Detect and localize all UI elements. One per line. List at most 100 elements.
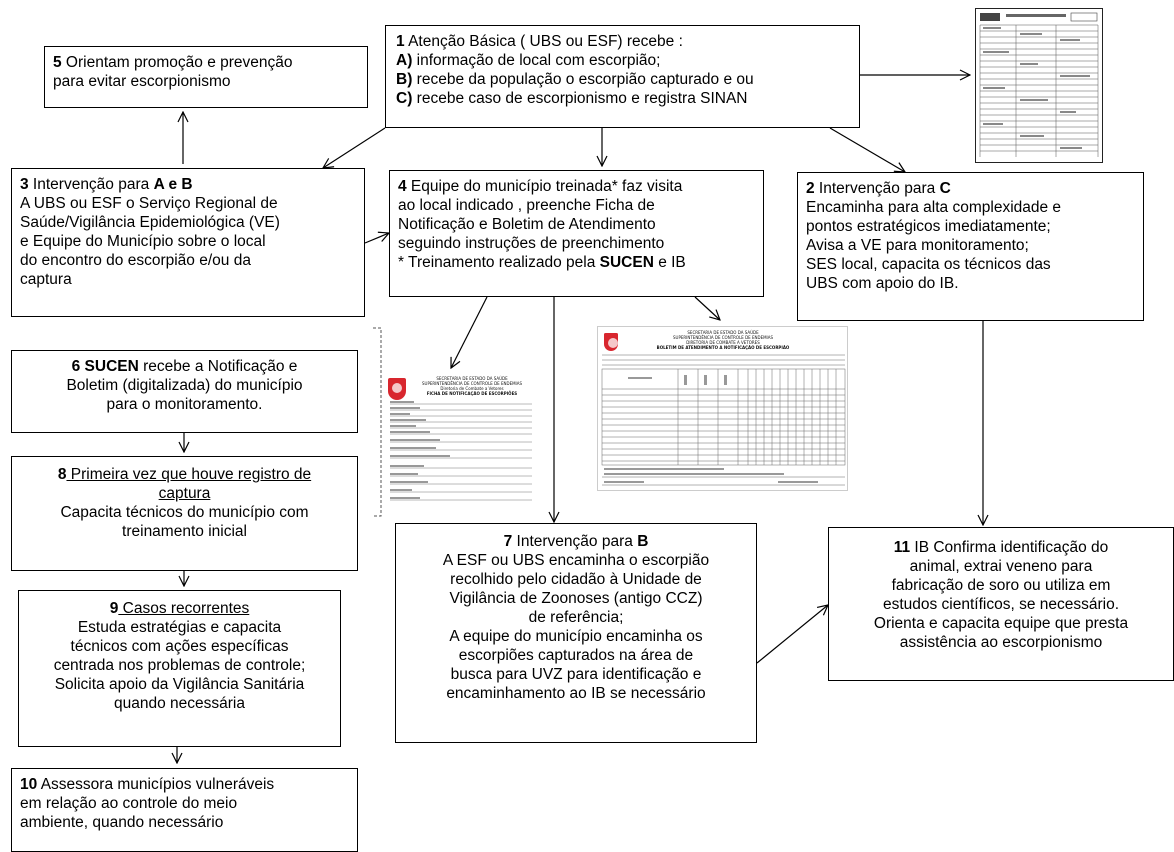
box-4-line: ao local indicado , preenche Ficha de	[398, 197, 655, 214]
box-9-line: Estuda estratégias e capacita	[77, 619, 282, 636]
box-7-title-bold: B	[637, 533, 649, 550]
box-2-line: SES local, capacita os técnicos das	[806, 256, 1051, 273]
form-boletim-l3: DIRETORIA DE COMBATE A VETORES	[686, 340, 760, 345]
box-4-line: Equipe do município treinada* faz visita	[406, 178, 683, 195]
box-8-line-1: Capacita técnicos do município com	[60, 504, 309, 521]
box-2-number: 2	[806, 180, 815, 197]
box-3-line: captura	[20, 271, 72, 288]
box-6-line-2: Boletim (digitalizada) do município	[66, 377, 303, 394]
arrow-1-to-3	[323, 127, 386, 168]
box-1-number: 1	[396, 33, 405, 50]
box-9-line: quando necessária	[114, 695, 245, 712]
box-11-number: 11	[893, 539, 911, 556]
box-3-intervencao-a-b: 3 Intervenção para A e B A UBS ou ESF o …	[11, 168, 365, 317]
box-9-casos-recorrentes: 9 Casos recorrentes Estuda estratégias e…	[18, 590, 341, 747]
box-8-title: Primeira vez que houve registro de	[66, 466, 312, 483]
box-1-b-label: B)	[396, 71, 413, 88]
box-11-line: assistência ao escorpionismo	[899, 634, 1103, 651]
sinan-form-lines	[979, 12, 1099, 157]
form-notificacao-l1: SECRETARIA DE ESTADO DA SAÚDE	[436, 376, 508, 381]
box-4-line: seguindo instruções de preenchimento	[398, 235, 665, 252]
box-1-a-label: A)	[396, 52, 413, 69]
box-4-line: Notificação e Boletim de Atendimento	[398, 216, 656, 233]
box-1-c-label: C)	[396, 90, 413, 107]
box-7-line: recolhido pelo cidadão à Unidade de	[450, 571, 702, 588]
box-7-number: 7	[503, 533, 513, 550]
box-9-line: técnicos com ações específicas	[70, 638, 289, 655]
box-6-sucen-recebe: 6 SUCEN recebe a Notificação e Boletim (…	[11, 350, 358, 433]
box-11-ib-confirma: 11 IB Confirma identificação do animal, …	[828, 527, 1174, 681]
boletim-form-table	[601, 354, 846, 486]
box-7-line: de referência;	[528, 609, 624, 626]
box-4-footnote-post: e IB	[653, 254, 686, 271]
notification-form-lines	[390, 401, 532, 501]
box-10-line: em relação ao controle do meio	[20, 795, 238, 812]
form-boletim-l2: SUPERINTENDÊNCIA DE CONTROLE DE ENDEMIAS	[672, 335, 774, 340]
box-5-number: 5	[53, 54, 62, 71]
box-2-line: UBS com apoio do IB.	[806, 275, 959, 292]
box-4-footnote-bold: SUCEN	[599, 254, 654, 271]
box-9-line: Solicita apoio da Vigilância Sanitária	[54, 676, 305, 693]
box-2-title-bold: C	[939, 180, 951, 197]
box-4-equipe-municipio: 4 Equipe do município treinada* faz visi…	[389, 170, 764, 297]
box-1-atencao-basica: 1 Atenção Básica ( UBS ou ESF) recebe : …	[385, 25, 860, 128]
box-8-title-2: captura	[158, 485, 211, 502]
box-2-line: Avisa a VE para monitoramento;	[806, 237, 1029, 254]
box-6-line-3: para o monitoramento.	[106, 396, 263, 413]
arrow-7-to-11	[756, 605, 828, 664]
box-3-line: Saúde/Vigilância Epidemiológica (VE)	[20, 214, 280, 231]
box-3-line: A UBS ou ESF o Serviço Regional de	[20, 195, 278, 212]
box-7-title-pre: Intervenção para	[512, 533, 638, 550]
box-4-number: 4	[398, 178, 407, 195]
box-1-a-text: informação de local com escorpião;	[412, 52, 661, 69]
box-3-number: 3	[20, 176, 29, 193]
form-notificacao-l4: FICHA DE NOTIFICAÇÃO DE ESCORPIÕES	[426, 391, 518, 396]
box-6-bold: SUCEN	[80, 358, 139, 375]
box-7-line: busca para UVZ para identificação e	[450, 666, 702, 683]
box-3-title-pre: Intervenção para	[28, 176, 154, 193]
box-5-line-2: para evitar escorpionismo	[53, 73, 231, 90]
box-10-line-1: Assessora municípios vulneráveis	[37, 776, 275, 793]
box-11-line: estudos científicos, se necessário.	[882, 596, 1120, 613]
box-8-primeira-vez: 8 Primeira vez que houve registro de cap…	[11, 456, 358, 571]
form-boletim-l1: SECRETARIA DE ESTADO DA SAÚDE	[687, 330, 759, 335]
box-2-title-pre: Intervenção para	[814, 180, 940, 197]
box-1-b-text: recebe da população o escorpião capturad…	[412, 71, 754, 88]
arrow-4-to-form-notificacao	[451, 296, 488, 368]
sp-state-seal-icon	[604, 333, 618, 351]
box-11-line: animal, extrai veneno para	[909, 558, 1093, 575]
box-7-line: A ESF ou UBS encaminha o escorpião	[442, 552, 710, 569]
box-10-assessora: 10 Assessora municípios vulneráveis em r…	[11, 768, 358, 852]
box-10-line: ambiente, quando necessário	[20, 814, 224, 831]
box-11-line: fabricação de soro ou utiliza em	[891, 577, 1111, 594]
box-6-line-1: recebe a Notificação e	[138, 358, 298, 375]
arrow-1-to-2	[829, 127, 905, 172]
sp-state-seal-icon	[388, 378, 406, 400]
box-8-number: 8	[57, 466, 67, 483]
form-notificacao-header: SECRETARIA DE ESTADO DA SAÚDE SUPERINTEN…	[412, 376, 532, 396]
form-notificacao-l3: Diretoria de Combate a Vetores	[440, 386, 504, 391]
box-3-line: e Equipe do Município sobre o local	[20, 233, 266, 250]
form-boletim-header: SECRETARIA DE ESTADO DA SAÚDE SUPERINTEN…	[638, 330, 808, 350]
box-7-line: A equipe do município encaminha os	[449, 628, 703, 645]
box-1-c-text: recebe caso de escorpionismo e registra …	[412, 90, 748, 107]
sinan-form-image	[975, 8, 1103, 163]
box-10-number: 10	[20, 776, 38, 793]
box-2-line: pontos estratégicos imediatamente;	[806, 218, 1051, 235]
box-2-intervencao-c: 2 Intervenção para C Encaminha para alta…	[797, 172, 1144, 321]
box-7-line: encaminhamento ao IB se necessário	[446, 685, 706, 702]
box-5-line-1: Orientam promoção e prevenção	[61, 54, 293, 71]
box-3-line: do encontro do escorpião e/ou da	[20, 252, 251, 269]
box-9-title: Casos recorrentes	[118, 600, 250, 617]
box-5-orientam: 5 Orientam promoção e prevenção para evi…	[44, 46, 368, 108]
box-3-title-bold: A e B	[153, 176, 193, 193]
arrow-3-to-4	[364, 233, 389, 244]
form-boletim-l4: BOLETIM DE ATENDIMENTO A NOTIFICAÇÃO DE …	[656, 345, 790, 350]
box-8-line-2: treinamento inicial	[122, 523, 247, 540]
box-7-line: Vigilância de Zoonoses (antigo CCZ)	[449, 590, 703, 607]
arrow-4-to-form-boletim	[694, 296, 720, 320]
box-7-intervencao-b: 7 Intervenção para B A ESF ou UBS encami…	[395, 523, 757, 743]
box-11-line-1: IB Confirma identificação do	[910, 539, 1109, 556]
box-11-line: Orienta e capacita equipe que presta	[873, 615, 1129, 632]
